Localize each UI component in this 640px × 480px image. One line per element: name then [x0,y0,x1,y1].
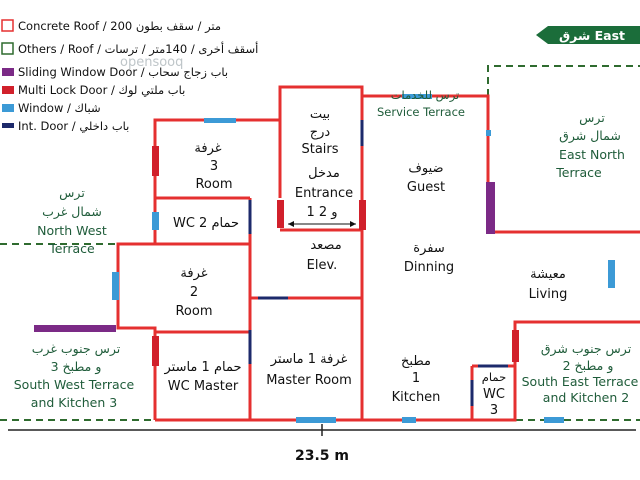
window [402,417,416,423]
legend-item: Others / Roof / أسقف أخرى / 140متر / ترس… [18,41,258,57]
legend-item: Multi Lock Door / باب ملتي لوك [18,83,185,98]
stairs-label: درج [310,125,331,140]
master-room-label: غرفة 1 ماستر [270,352,348,367]
kitchen-label: 1 [412,371,420,386]
north-west-terrace-label: Terrace [48,241,95,256]
wc-master-label: حمام 1 ماستر [163,360,241,375]
room2-label: 2 [190,285,198,300]
legend-item: Int. Door / باب داخلي [18,119,129,133]
multilock-door [152,146,159,176]
entrance-label: مدخل [308,166,340,181]
legend-item: Sliding Window Door / باب زجاج سحاب [18,65,228,80]
dimension-label: 23.5 m [295,448,349,464]
window [204,118,236,123]
east-label: شرق East [559,28,625,43]
other-roof-swatch [1,42,14,55]
wc3-label: 3 [490,403,498,418]
wc3-label: WC [483,387,505,402]
sliding-door [486,182,495,234]
room-labels: بيت درج Stairs ترس للخدمات Service Terra… [14,88,639,418]
south-west-terrace-label: South West Terrace [14,377,135,392]
stairs-label: Stairs [301,142,338,157]
arrow-left-icon [288,221,294,227]
east-arrow-shape [536,26,640,44]
south-east-terrace-label: و مطبخ 2 [563,358,614,374]
arrow-right-icon [350,221,356,227]
multilock-door-swatch [2,86,14,94]
east-north-terrace-label: Terrace [555,165,602,180]
guest-label: Guest [407,180,445,195]
guest-label: ضيوف [408,161,443,176]
window [402,94,432,99]
living-label: معيشة [530,267,566,282]
south-east-terrace-label: ترس جنوب شرق [541,341,632,357]
living-label: Living [529,287,568,302]
dimension: 23.5 m [8,424,636,464]
master-room-label: Master Room [266,373,352,388]
south-east-terrace-label: and Kitchen 2 [543,390,629,405]
multilock-door [277,200,284,228]
north-west-terrace-label: شمال غرب [42,204,102,220]
multilock-door [359,200,366,230]
room3-label: غرفة [194,141,221,156]
service-terrace-label: Service Terrace [377,105,465,119]
east-north-terrace-label: East North [559,147,625,162]
wc-master-label: WC Master [168,379,239,394]
window [152,212,159,230]
concrete-roof-swatch [1,19,14,32]
watermark: opensooq [120,55,183,70]
elevator-label: Elev. [307,258,338,273]
room3-label: 3 [210,159,218,174]
openings [34,94,615,423]
east-arrow: شرق East [536,26,640,44]
window [296,417,336,423]
room2-label: Room [175,304,212,319]
room2-label: غرفة [180,266,207,281]
kitchen-label: مطبخ [401,354,431,369]
north-west-terrace-label: ترس [59,185,85,201]
multilock-door [512,330,519,362]
window-swatch [2,104,14,112]
sliding-door-swatch [2,68,14,76]
south-east-terrace-label: South East Terrace [522,374,639,389]
dinning-label: Dinning [404,260,454,275]
window [608,260,615,288]
multilock-door [152,336,159,366]
legend: Concrete Roof / 200 متر / سقف بطون Other… [1,19,258,133]
north-west-terrace-label: North West [37,223,107,238]
window [112,272,119,300]
entrance-label: Entrance [295,186,353,201]
south-west-terrace-label: and Kitchen 3 [31,395,117,410]
sliding-door [34,325,116,332]
service-terrace-label: ترس للخدمات [391,88,460,103]
kitchen-label: Kitchen [392,390,441,405]
south-west-terrace-label: و مطبخ 3 [51,359,102,375]
entrance-label: 1 و 2 [306,205,337,220]
elevator-label: مصعد [310,238,341,253]
int-door-swatch [2,123,14,128]
window [486,130,491,136]
stairs-label: بيت [310,107,330,122]
room3-label: Room [195,177,232,192]
legend-item: Concrete Roof / 200 متر / سقف بطون [18,19,221,34]
wc3-label: حمام [482,370,506,384]
window [544,417,564,423]
east-north-terrace-label: ترس [579,110,605,126]
east-north-terrace-outline [487,65,640,96]
dinning-label: سفرة [413,241,444,256]
legend-item: Window / شباك [18,101,101,115]
east-north-terrace-label: شمال شرق [559,128,621,144]
wc2-label: WC 2 حمام [173,216,239,231]
south-west-terrace-label: ترس جنوب غرب [32,341,121,357]
north-west-terrace-outline [0,243,119,328]
